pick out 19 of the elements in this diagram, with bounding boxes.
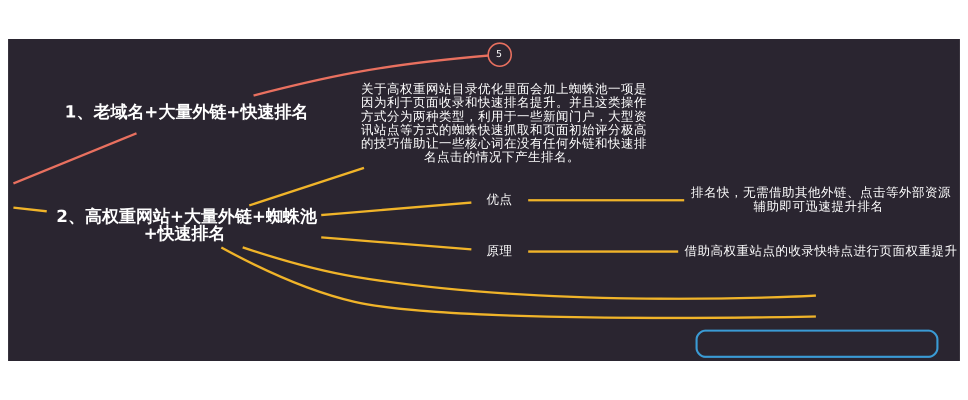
node-box (696, 330, 938, 358)
connector (13, 206, 47, 212)
connector (253, 54, 488, 97)
node-text: 借助高权重站点的收录快特点进行页面权重提升 (684, 242, 958, 258)
connector (321, 236, 472, 251)
node-text: 原理 (486, 242, 513, 258)
connector (321, 201, 472, 216)
node-text: 排名快，无需借助其他外链、点击等外部资源辅助即可迅速提升排名 (690, 184, 951, 214)
connector (528, 250, 678, 253)
node-text: 2、高权重网站+大量外链+蜘蛛池+快速排名 (56, 206, 317, 243)
connector (242, 246, 816, 300)
connector (13, 132, 137, 185)
connector (220, 246, 816, 320)
node-circle: 5 (487, 42, 512, 67)
node-text: 1、老域名+大量外链+快速排名 (64, 101, 308, 122)
node-text: 关于高权重网站目录优化里面会加上蜘蛛池一项是因为利于页面收录和快速排名提升。并且这类操作方式分为两种类型，利用于一些新闻门户，大型资讯站点等方式的蜘蛛快速抓取和页面初始评分极高的技巧借助让一些核心词在没有任何外链和快速排名点击的情况下产生排名。 (360, 81, 647, 164)
connector (528, 199, 684, 202)
node-text: 优点 (486, 192, 513, 207)
connector (248, 166, 364, 207)
